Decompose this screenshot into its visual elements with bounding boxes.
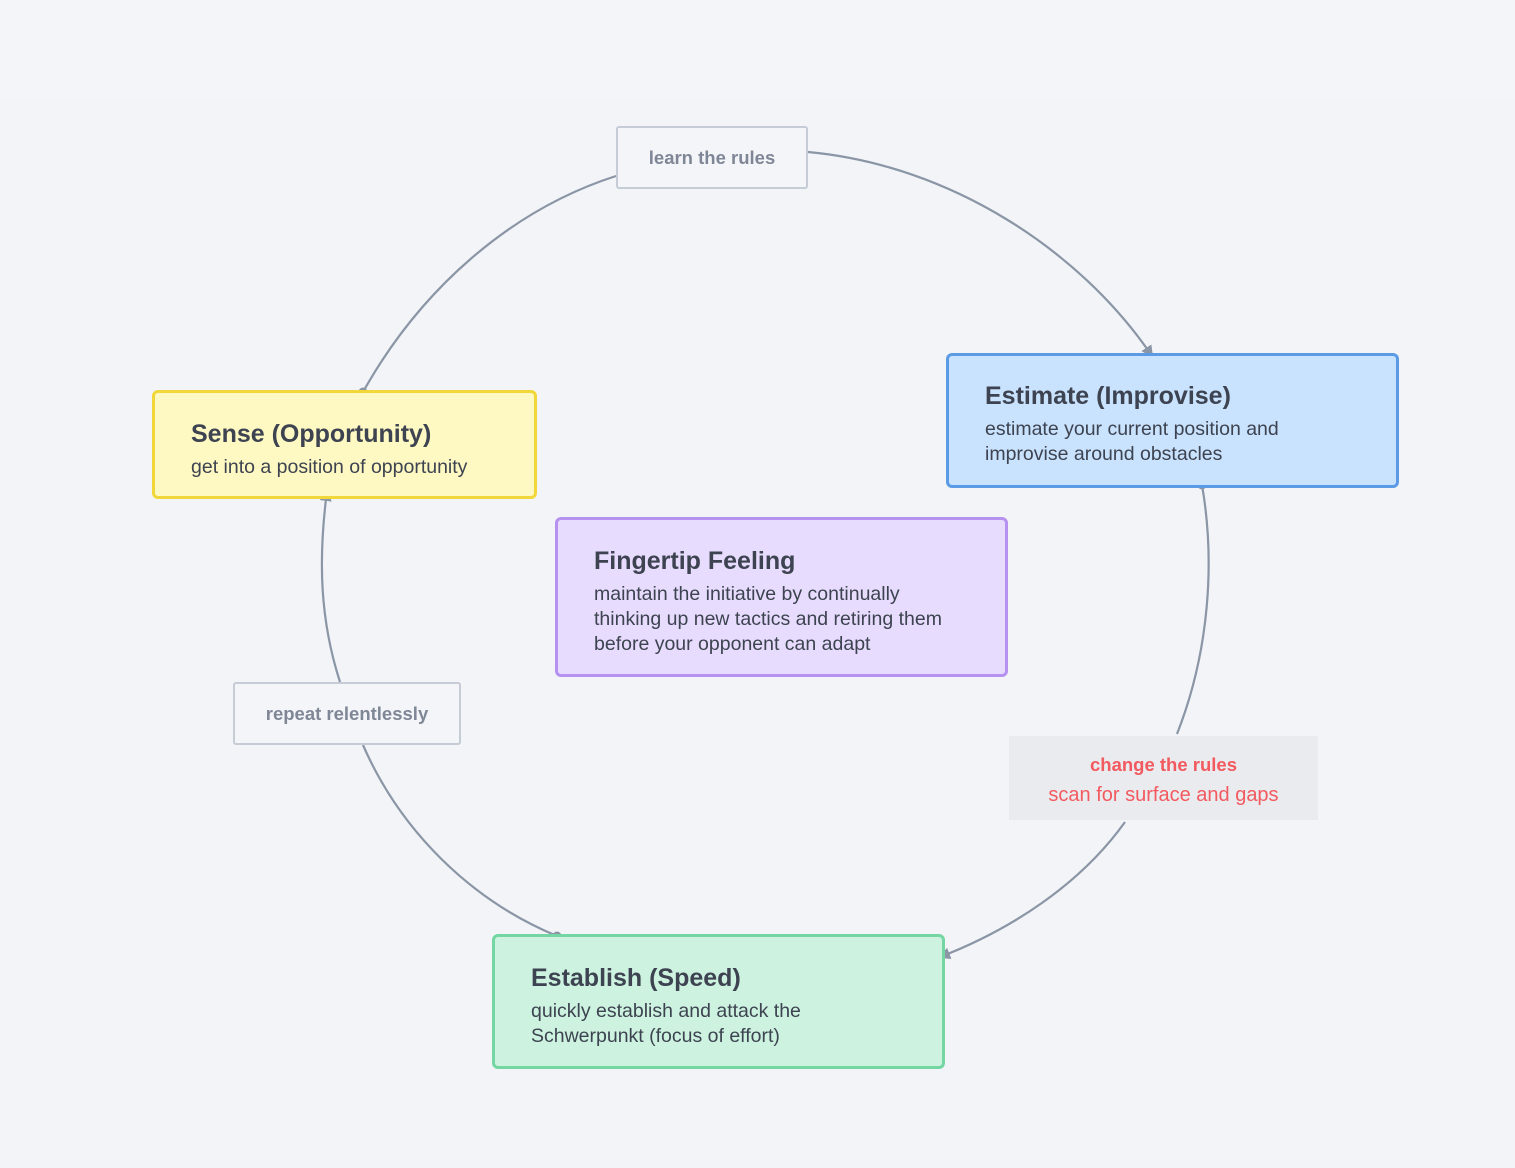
desc-line: before your opponent can adapt <box>594 633 871 655</box>
node-description: estimate your current position and impro… <box>985 417 1360 467</box>
node-sense[interactable]: Sense (Opportunity) get into a position … <box>152 390 537 499</box>
desc-line: Schwerpunkt (focus of effort) <box>531 1025 780 1047</box>
desc-line: improvise around obstacles <box>985 443 1223 465</box>
desc-line: quickly establish and attack the <box>531 1000 801 1022</box>
desc-line: thinking up new tactics and retiring the… <box>594 608 942 630</box>
edge-label-change[interactable]: change the rules scan for surface and ga… <box>1009 736 1318 820</box>
node-title: Establish (Speed) <box>531 964 741 992</box>
node-description: get into a position of opportunity <box>191 455 498 480</box>
change-subtitle: scan for surface and gaps <box>1048 784 1279 806</box>
node-description: quickly establish and attack the Schwerp… <box>531 999 906 1049</box>
header-band <box>0 0 1515 100</box>
edge-label-learn[interactable]: learn the rules <box>616 126 808 189</box>
node-description: maintain the initiative by continually t… <box>594 582 969 657</box>
desc-line: get into a position of opportunity <box>191 456 468 478</box>
node-estimate[interactable]: Estimate (Improvise) estimate your curre… <box>946 353 1399 488</box>
edge-repeat-to-sense <box>319 489 342 683</box>
change-title: change the rules <box>1089 754 1237 775</box>
node-title: Sense (Opportunity) <box>191 420 432 448</box>
edge-establish-to-repeat <box>361 744 558 938</box>
edge-sense-to-learn <box>362 174 617 393</box>
node-title: Estimate (Improvise) <box>985 382 1231 410</box>
edge-change-to-establish <box>938 821 1126 959</box>
node-establish[interactable]: Establish (Speed) quickly establish and … <box>492 934 945 1069</box>
node-fingertip-feeling[interactable]: Fingertip Feeling maintain the initiativ… <box>555 517 1008 677</box>
edge-estimate-to-change <box>1175 484 1210 735</box>
desc-line: estimate your current position and <box>985 418 1279 440</box>
edge-label-repeat[interactable]: repeat relentlessly <box>233 682 461 745</box>
edge-learn-to-estimate <box>807 150 1154 358</box>
node-title: Fingertip Feeling <box>594 547 796 575</box>
desc-line: maintain the initiative by continually <box>594 583 900 605</box>
